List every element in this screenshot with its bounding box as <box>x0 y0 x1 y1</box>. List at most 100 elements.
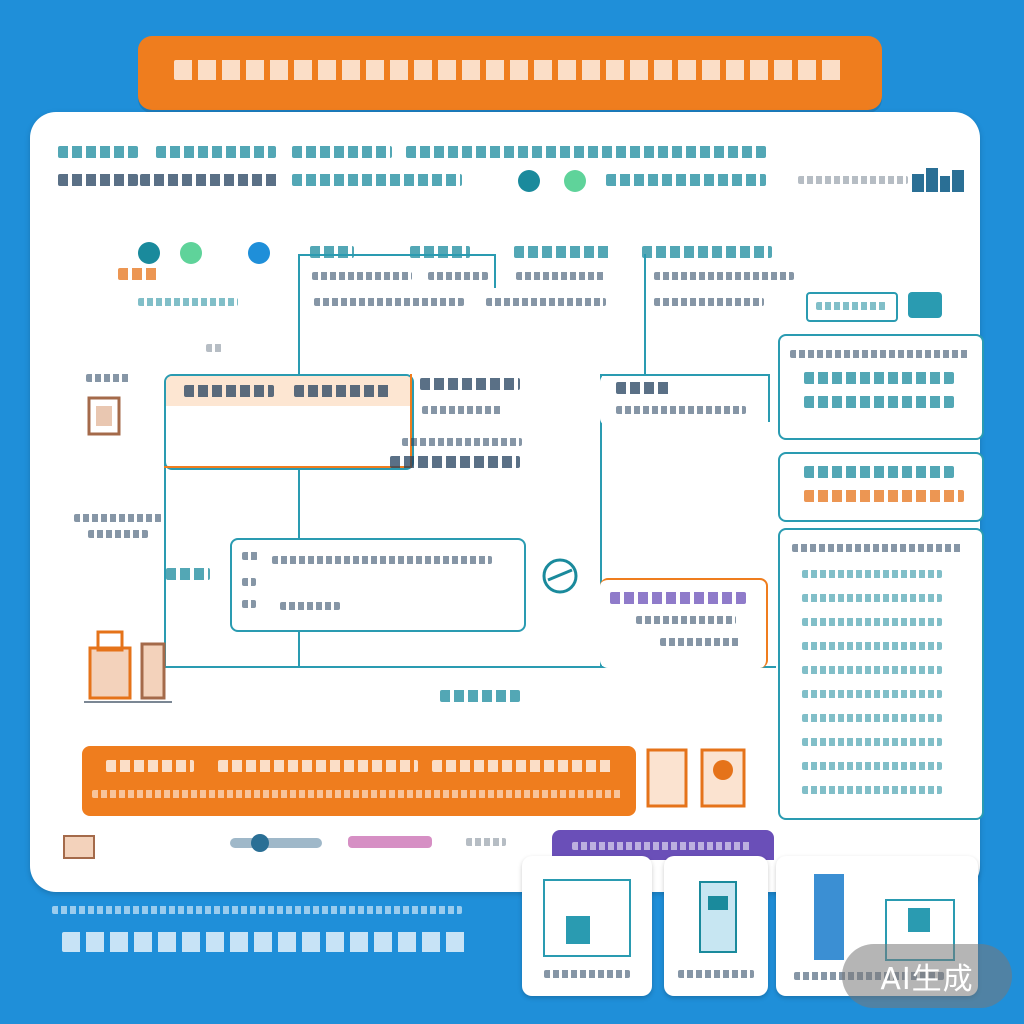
worker-icon <box>646 748 746 808</box>
connector-line <box>164 466 410 468</box>
connector-line <box>494 254 496 288</box>
node-label <box>410 246 470 258</box>
node-detail <box>312 272 412 280</box>
data-table-row <box>802 786 942 794</box>
side-label <box>86 374 130 382</box>
legend-dot <box>248 242 270 264</box>
card-group-header <box>552 830 774 860</box>
process-detail <box>422 406 502 414</box>
header-text <box>292 174 462 186</box>
data-table-row <box>802 714 942 722</box>
process-label <box>616 382 672 394</box>
node-label <box>514 246 610 258</box>
process-box-title <box>184 385 274 397</box>
data-table-header <box>792 544 962 552</box>
connector-line <box>164 666 776 668</box>
process-detail <box>390 456 520 468</box>
data-table <box>778 528 984 820</box>
process-label <box>420 378 520 390</box>
pipe-icon <box>230 834 322 852</box>
process-box <box>600 374 774 426</box>
data-table-row <box>802 642 942 650</box>
node-label <box>642 246 772 258</box>
data-table-row <box>802 762 942 770</box>
legend-text <box>138 298 238 306</box>
equipment-card-label <box>678 970 754 978</box>
summary-strip-text <box>106 760 194 772</box>
summary-strip <box>82 746 636 816</box>
ai-generated-badge: AI生成 <box>842 944 1012 1008</box>
footer-caption <box>52 906 462 914</box>
status-dot <box>564 170 586 192</box>
header-text <box>140 174 280 186</box>
connector-line <box>644 254 646 374</box>
connector-line <box>298 254 300 374</box>
process-detail <box>616 406 746 414</box>
summary-strip-text <box>218 760 418 772</box>
process-box <box>164 374 414 470</box>
factory-icon <box>912 168 964 192</box>
data-table-row <box>802 666 942 674</box>
process-box <box>230 538 526 632</box>
legend-dot <box>138 242 160 264</box>
process-detail <box>280 602 340 610</box>
process-detail <box>660 638 740 646</box>
header-text <box>58 146 138 158</box>
flow-label <box>440 690 520 702</box>
card-group-header-text <box>572 842 752 850</box>
machine-icon <box>63 835 95 859</box>
header-text <box>606 174 766 186</box>
machine-icon <box>87 396 121 436</box>
side-label <box>88 530 148 538</box>
legend-dot <box>180 242 202 264</box>
process-box <box>600 578 768 668</box>
header-text <box>58 174 138 186</box>
machine-icon <box>699 881 737 953</box>
equipment-card-label <box>544 970 630 978</box>
equipment-card <box>664 856 768 996</box>
legend-text <box>118 268 158 280</box>
data-table-row <box>802 690 942 698</box>
side-label <box>74 514 162 522</box>
side-label <box>166 568 210 580</box>
machine-icon <box>543 879 631 957</box>
info-panel-text <box>804 396 954 408</box>
worker-icon <box>814 874 955 961</box>
info-panel <box>778 334 984 440</box>
info-tag-text <box>816 302 886 310</box>
title-illegible-text <box>174 60 846 80</box>
node-label <box>310 246 354 258</box>
legend-text <box>206 344 222 352</box>
node-detail <box>428 272 488 280</box>
header-text <box>292 146 392 158</box>
info-panel-text <box>804 372 954 384</box>
machine-icon <box>84 630 172 703</box>
node-detail <box>516 272 606 280</box>
info-panel-text <box>804 490 964 502</box>
data-table-row <box>802 738 942 746</box>
header-text <box>406 146 766 158</box>
process-detail <box>272 556 492 564</box>
caption-text <box>466 838 506 846</box>
equipment-card <box>522 856 652 996</box>
data-table-row <box>802 570 942 578</box>
data-table-row <box>802 618 942 626</box>
title-banner <box>138 36 882 110</box>
info-panel <box>778 452 984 522</box>
connector-line <box>298 254 494 256</box>
info-panel-text <box>790 350 970 358</box>
info-tag <box>908 292 942 318</box>
header-note <box>798 176 908 184</box>
summary-strip-text <box>432 760 612 772</box>
process-detail <box>242 552 258 560</box>
node-detail <box>654 272 794 280</box>
info-tag <box>806 292 898 322</box>
process-box-title <box>294 385 390 397</box>
connector-line <box>600 374 768 376</box>
process-detail <box>242 578 256 586</box>
diagram-sheet <box>30 112 984 892</box>
info-panel-text <box>804 466 954 478</box>
summary-strip-text <box>92 790 622 798</box>
node-detail <box>654 298 764 306</box>
connector-line <box>410 374 412 468</box>
